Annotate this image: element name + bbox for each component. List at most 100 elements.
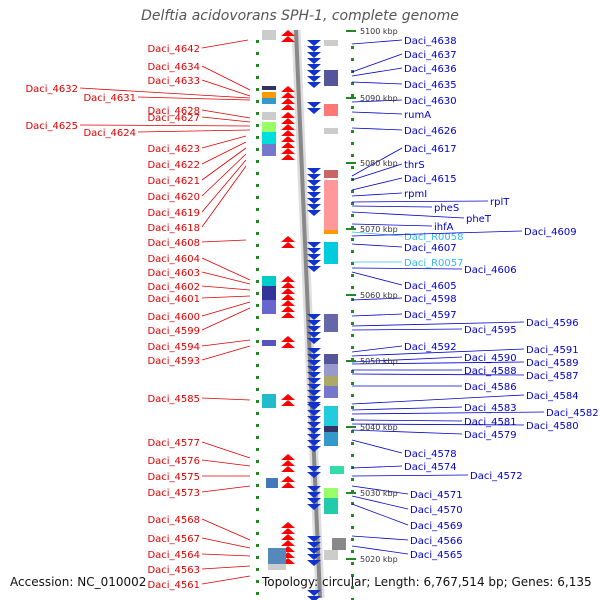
- topology-label: Topology: circular; Length: 6,767,514 bp…: [262, 575, 592, 589]
- scale-dot: [256, 208, 259, 211]
- scale-dot: [351, 430, 354, 433]
- reverse-gene-arrow: [307, 504, 321, 510]
- right-gene-leader: [351, 111, 403, 115]
- right-gene-label: Daci_4571: [410, 490, 463, 501]
- left-gene-leader: [201, 441, 251, 459]
- left-gene-leader: [201, 565, 251, 570]
- left-gene-leader: [201, 307, 251, 331]
- forward-gene-arrow: [281, 118, 295, 124]
- right-gene-leader: [351, 348, 525, 357]
- scale-dot: [256, 292, 259, 295]
- right-gene-label: Daci_4579: [464, 430, 517, 441]
- reverse-gene-arrow: [307, 332, 321, 338]
- scale-dot: [256, 472, 259, 475]
- reverse-gene-arrow: [307, 428, 321, 434]
- scale-dot: [256, 592, 259, 595]
- left-gene-leader: [201, 257, 251, 281]
- right-gene-label: ihfA: [434, 222, 454, 233]
- scale-dot: [351, 358, 354, 361]
- reverse-gene-block: [324, 406, 338, 426]
- reverse-gene-arrow: [307, 102, 321, 108]
- scale-dot: [351, 262, 354, 265]
- kbp-marker-label: 5090 kbp: [360, 94, 398, 103]
- left-gene-leader: [201, 345, 251, 361]
- right-gene-label: Daci_4638: [404, 36, 457, 47]
- scale-dot: [256, 268, 259, 271]
- forward-gene-arrow: [281, 336, 295, 342]
- scale-dot: [256, 448, 259, 451]
- scale-dot: [351, 598, 354, 600]
- scale-dot: [256, 328, 259, 331]
- left-gene-label: Daci_4604: [147, 254, 200, 265]
- left-gene-leader: [137, 129, 251, 133]
- scale-dot: [256, 532, 259, 535]
- scale-dot: [351, 274, 354, 277]
- left-gene-leader: [201, 239, 247, 243]
- scale-dot: [256, 376, 259, 379]
- left-gene-leader: [201, 537, 251, 549]
- reverse-gene-block: [324, 128, 338, 134]
- forward-gene-block: [262, 98, 276, 104]
- reverse-gene-arrow: [307, 260, 321, 266]
- reverse-gene-block: [324, 230, 338, 234]
- reverse-gene-arrow: [307, 192, 321, 198]
- left-gene-leader: [201, 339, 251, 347]
- scale-dot: [351, 118, 354, 121]
- scale-dot: [256, 112, 259, 115]
- right-gene-label: pheS: [434, 203, 459, 214]
- reverse-gene-arrow: [307, 404, 321, 410]
- right-gene-leader: [351, 485, 409, 495]
- forward-gene-arrow: [281, 282, 295, 288]
- forward-gene-arrow: [281, 124, 295, 130]
- right-gene-label: Daci_4578: [404, 449, 457, 460]
- right-gene-leader: [351, 271, 403, 286]
- left-gene-leader: [201, 159, 247, 213]
- forward-gene-block: [266, 478, 278, 488]
- right-gene-leader: [351, 535, 409, 541]
- reverse-gene-block: [324, 314, 338, 332]
- scale-dot: [351, 58, 354, 61]
- forward-gene-arrow: [281, 400, 295, 406]
- left-gene-label: Daci_4642: [147, 44, 200, 55]
- reverse-gene-arrow: [307, 536, 321, 542]
- left-gene-label: Daci_4594: [147, 342, 200, 353]
- scale-dot: [351, 286, 354, 289]
- forward-gene-block: [262, 30, 276, 40]
- reverse-gene-arrow: [307, 82, 321, 88]
- right-gene-leader: [351, 361, 525, 365]
- kbp-marker-label: 5030 kbp: [360, 489, 398, 498]
- scale-dot: [351, 538, 354, 541]
- right-gene-leader: [351, 39, 403, 45]
- reverse-gene-arrow: [307, 434, 321, 440]
- scale-dot: [351, 46, 354, 49]
- reverse-gene-arrow: [307, 326, 321, 332]
- right-gene-label: Daci_4587: [526, 371, 579, 382]
- right-gene-label: Daci_4607: [404, 243, 457, 254]
- left-gene-label: Daci_4623: [147, 144, 200, 155]
- left-gene-leader: [201, 109, 251, 119]
- scale-dot: [351, 202, 354, 205]
- right-gene-label: Daci_4584: [526, 391, 579, 402]
- right-gene-leader: [351, 465, 403, 469]
- right-gene-label: Daci_4598: [404, 294, 457, 305]
- scale-dot: [256, 568, 259, 571]
- reverse-gene-block: [324, 364, 338, 376]
- forward-gene-arrow: [281, 30, 295, 36]
- reverse-gene-block: [324, 40, 338, 46]
- reverse-gene-arrow: [307, 242, 321, 248]
- reverse-gene-arrow: [307, 590, 321, 596]
- scale-dot: [351, 394, 354, 397]
- scale-dot: [351, 94, 354, 97]
- left-gene-label: Daci_4621: [147, 176, 200, 187]
- scale-dot: [256, 280, 259, 283]
- right-gene-leader: [351, 205, 433, 208]
- right-gene-leader: [351, 345, 403, 353]
- left-gene-leader: [201, 135, 247, 149]
- reverse-gene-arrow: [307, 396, 321, 402]
- forward-gene-block: [262, 300, 276, 314]
- right-gene-leader: [351, 243, 403, 248]
- reverse-gene-arrow: [307, 58, 321, 64]
- forward-gene-block: [262, 132, 276, 144]
- left-gene-leader: [201, 285, 251, 291]
- right-gene-label: Daci_4606: [464, 265, 517, 276]
